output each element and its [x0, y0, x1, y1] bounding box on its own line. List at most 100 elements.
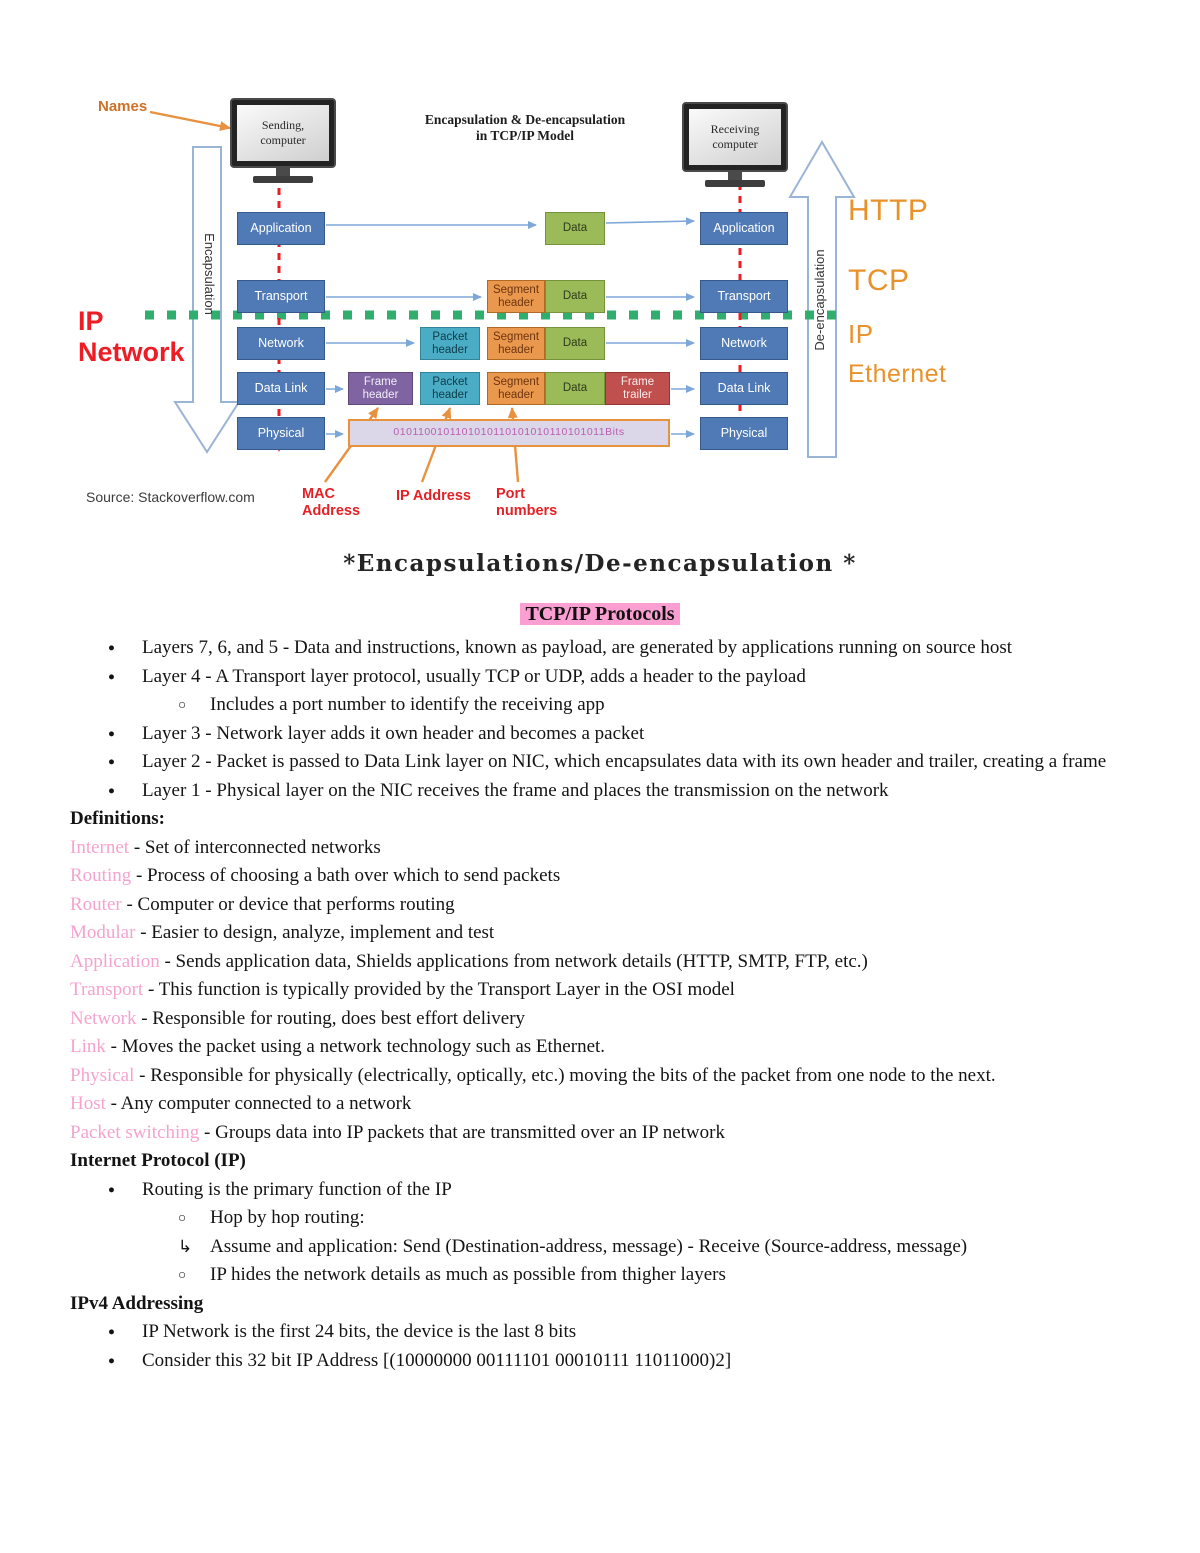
data-box: Data	[545, 372, 605, 405]
definition-line: Host - Any computer connected to a netwo…	[70, 1090, 1130, 1119]
connector-arrows	[326, 217, 695, 438]
definition-term: Modular	[70, 922, 136, 943]
definition-term: Packet switching	[70, 1121, 200, 1143]
definition-term: Physical	[70, 1064, 135, 1086]
list-item: ● Layer 2 - Packet is passed to Data Lin…	[70, 748, 1130, 777]
bullet-icon: ●	[108, 756, 115, 768]
receiving-computer-label: Receiving computer	[689, 109, 781, 165]
definition-term: Host	[70, 1093, 106, 1114]
segment-header-box: Segment header	[487, 280, 545, 313]
data-box: Data	[545, 280, 605, 313]
list-item: ● Routing is the primary function of the…	[70, 1176, 1130, 1205]
ethernet-label: Ethernet	[848, 360, 947, 388]
left-layer-application: Application	[237, 212, 325, 245]
list-item: ● Layer 3 - Network layer adds it own he…	[70, 720, 1130, 749]
arrow-bullet-icon: ↳	[178, 1236, 193, 1257]
definition-text: - This function is typically provided by…	[143, 979, 735, 1000]
definition-line: Application - Sends application data, Sh…	[70, 948, 1130, 977]
monitor-stand	[728, 172, 742, 180]
definition-text: - Easier to design, analyze, implement a…	[135, 922, 495, 943]
bullet-icon: ●	[108, 727, 115, 740]
ip-label: IP	[848, 319, 874, 349]
bullet-icon: ●	[108, 642, 115, 654]
definition-line: Modular - Easier to design, analyze, imp…	[70, 919, 1130, 948]
right-layer-datalink: Data Link	[700, 372, 788, 405]
list-item: ● Consider this 32 bit IP Address [(1000…	[70, 1347, 1130, 1376]
definition-text: - Any computer connected to a network	[105, 1093, 412, 1114]
list-item: ● Layer 1 - Physical layer on the NIC re…	[70, 777, 1130, 806]
definition-term: Internet	[70, 836, 130, 858]
monitor-frame: Receiving computer	[682, 102, 788, 172]
tcp-label: TCP	[848, 264, 910, 297]
ip-address-label: IP Address	[396, 488, 471, 504]
list-item: ● Layer 4 - A Transport layer protocol, …	[70, 663, 1130, 692]
definition-term: Router	[70, 893, 122, 915]
definition-term: Transport	[70, 979, 144, 1000]
data-box: Data	[545, 212, 605, 245]
sending-computer-label: Sending, computer	[237, 105, 329, 161]
bullet-icon: ○	[178, 1267, 187, 1282]
definition-text: - Responsible for routing, does best eff…	[136, 1007, 526, 1029]
encapsulation-text: Encapsulation	[202, 233, 217, 315]
packet-header-box: Packet header	[420, 327, 480, 360]
definition-text: - Groups data into IP packets that are t…	[199, 1121, 725, 1143]
bits-box: 0101100101101010110101010110101011Bits	[348, 419, 670, 447]
monitor-base	[705, 180, 765, 187]
bullet-text: Consider this 32 bit IP Address [(100000…	[142, 1349, 732, 1371]
section-title-row: TCP/IP Protocols	[0, 603, 1200, 626]
port-numbers-label: Port numbers	[496, 486, 558, 519]
bullet-text: Layers 7, 6, and 5 - Data and instructio…	[142, 637, 1013, 658]
bullet-text: Layer 3 - Network layer adds it own head…	[142, 722, 645, 744]
definition-line: Packet switching - Groups data into IP p…	[70, 1119, 1130, 1148]
right-layer-physical: Physical	[700, 417, 788, 450]
ipv4-section-heading: IPv4 Addressing	[70, 1292, 204, 1314]
definition-line: Link - Moves the packet using a network …	[70, 1033, 1130, 1062]
bullet-text: Assume and application: Send (Destinatio…	[210, 1235, 968, 1257]
left-layer-physical: Physical	[237, 417, 325, 450]
list-item: ○ Hop by hop routing:	[70, 1204, 1130, 1233]
list-item: ● Layers 7, 6, and 5 - Data and instruct…	[70, 634, 1130, 663]
encapsulation-arrow	[173, 146, 241, 454]
monitor-base	[253, 176, 313, 183]
receiving-computer: Receiving computer	[682, 102, 788, 187]
left-layer-transport: Transport	[237, 280, 325, 313]
definition-line: Routing - Process of choosing a bath ove…	[70, 862, 1130, 891]
left-layer-network: Network	[237, 327, 325, 360]
monitor-stand	[276, 168, 290, 176]
definitions-heading: Definitions:	[70, 808, 165, 829]
definition-term: Routing	[70, 865, 132, 886]
packet-header-box: Packet header	[420, 372, 480, 405]
bullet-icon: ●	[108, 1326, 115, 1338]
tcpip-encapsulation-diagram: Names Sending, computer Encapsulation & …	[70, 92, 1140, 534]
definition-text: - Process of choosing a bath over which …	[131, 865, 561, 886]
http-label: HTTP	[848, 194, 929, 227]
bullet-icon: ●	[108, 1354, 115, 1367]
right-layer-application: Application	[700, 212, 788, 245]
names-label: Names	[98, 98, 148, 115]
bullet-icon: ●	[108, 784, 115, 797]
definition-term: Network	[70, 1007, 137, 1029]
definition-text: - Moves the packet using a network techn…	[105, 1036, 606, 1057]
definition-line: Transport - This function is typically p…	[70, 976, 1130, 1005]
bullet-text: Routing is the primary function of the I…	[142, 1178, 452, 1200]
mac-address-label: MAC Address	[302, 486, 361, 519]
data-box: Data	[545, 327, 605, 360]
segment-header-box: Segment header	[487, 327, 545, 360]
segment-header-box: Segment header	[487, 372, 545, 405]
definition-line: Router - Computer or device that perform…	[70, 891, 1130, 920]
notes-content: ● Layers 7, 6, and 5 - Data and instruct…	[70, 634, 1130, 1375]
ip-section-heading: Internet Protocol (IP)	[70, 1150, 246, 1171]
bullet-text: Layer 1 - Physical layer on the NIC rece…	[142, 779, 889, 801]
list-item: ↳ Assume and application: Send (Destinat…	[70, 1233, 1130, 1262]
left-layer-datalink: Data Link	[237, 372, 325, 405]
definition-text: - Responsible for physically (electrical…	[134, 1064, 996, 1086]
sending-computer: Sending, computer	[230, 98, 336, 183]
monitor-frame: Sending, computer	[230, 98, 336, 168]
definition-text: - Sends application data, Shields applic…	[159, 950, 868, 972]
section-title: TCP/IP Protocols	[520, 603, 680, 625]
bullet-icon: ○	[178, 697, 187, 712]
definition-term: Link	[70, 1036, 106, 1057]
bullet-text: Includes a port number to identify the r…	[210, 694, 605, 715]
deencapsulation-arrow	[788, 140, 856, 458]
